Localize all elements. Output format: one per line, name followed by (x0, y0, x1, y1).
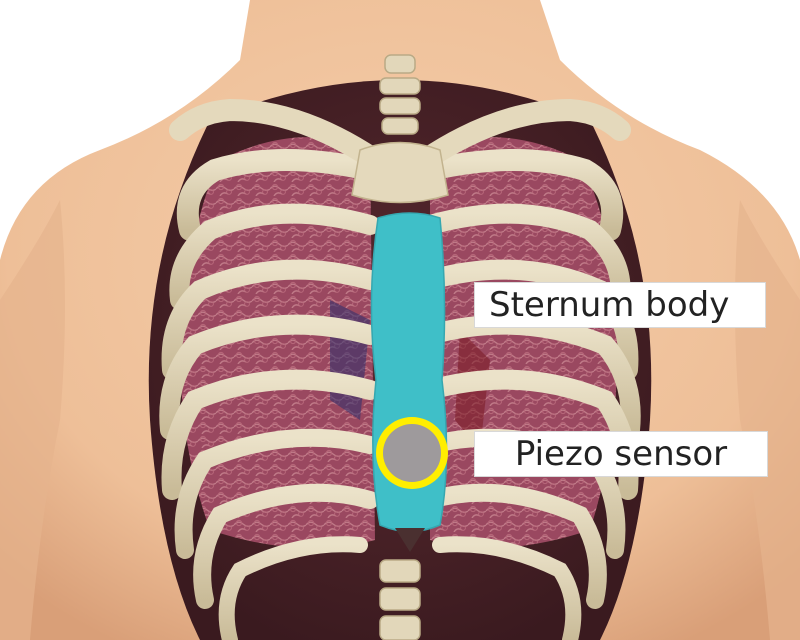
manubrium (352, 143, 448, 203)
sternum-body-label: Sternum body (474, 282, 766, 328)
piezo-sensor-icon (376, 417, 448, 489)
piezo-sensor-label: Piezo sensor (474, 431, 768, 477)
